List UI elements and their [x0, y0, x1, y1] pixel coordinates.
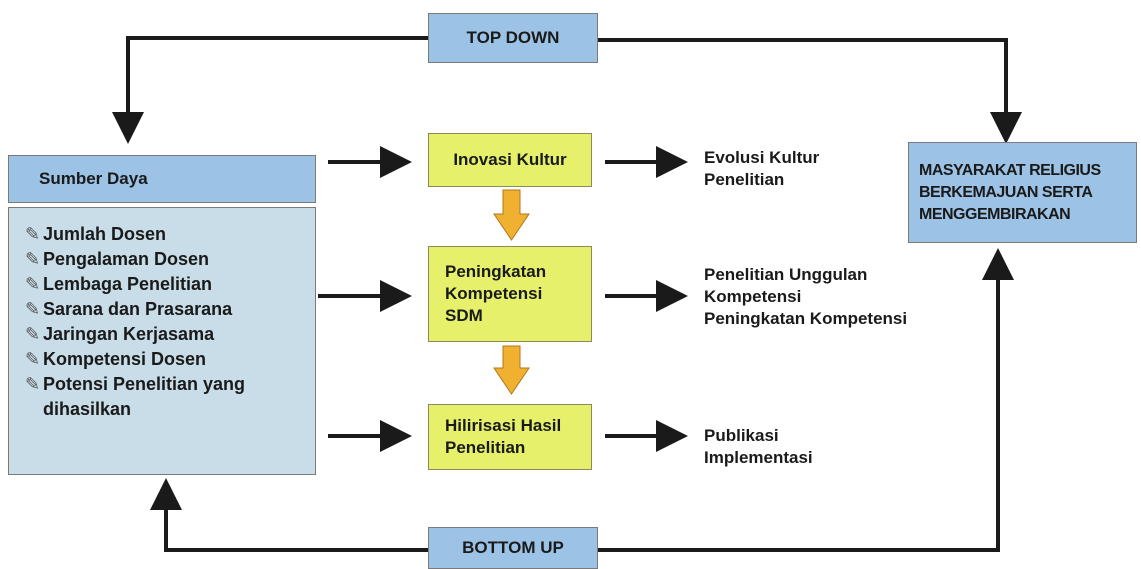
- orange-down-arrow-2: [493, 345, 530, 395]
- topdown-to-sumber-arrow: [112, 36, 428, 144]
- inovasi-kultur-label: Inovasi Kultur: [453, 150, 567, 169]
- hilirisasi-line-2: Penelitian: [445, 438, 526, 457]
- peningkatan-output: Penelitian Unggulan Kompetensi Peningkat…: [704, 264, 907, 330]
- resource-item: ✎Potensi Penelitian yang: [25, 372, 315, 397]
- hilirisasi-box: Hilirisasi Hasil Penelitian: [428, 404, 592, 470]
- pencil-icon: ✎: [25, 224, 41, 244]
- resource-item: ✎Jaringan Kerjasama: [25, 322, 315, 347]
- sumber-daya-header: Sumber Daya: [8, 155, 316, 203]
- top-down-label: TOP DOWN: [466, 28, 560, 47]
- goal-line-1: MASYARAKAT RELIGIUS: [919, 161, 1101, 179]
- pencil-icon: ✎: [25, 249, 41, 269]
- inovasi-output-line-1: Evolusi Kultur: [704, 148, 820, 167]
- hilirisasi-output-line-1: Publikasi: [704, 426, 779, 445]
- bottom-up-label: BOTTOM UP: [462, 538, 564, 557]
- peningkatan-output-line-2: Kompetensi: [704, 287, 802, 306]
- inovasi-output-line-2: Penelitian: [704, 170, 785, 189]
- pencil-icon: ✎: [25, 349, 41, 369]
- pencil-icon: ✎: [25, 299, 41, 319]
- inovasi-kultur-box: Inovasi Kultur: [428, 133, 592, 187]
- resource-item: ✎Lembaga Penelitian: [25, 272, 315, 297]
- resource-item: ✎Kompetensi Dosen: [25, 347, 315, 372]
- goal-box: MASYARAKAT RELIGIUS BERKEMAJUAN SERTA ME…: [908, 142, 1137, 243]
- pencil-icon: ✎: [25, 374, 41, 394]
- resource-item-continuation: dihasilkan: [43, 399, 132, 419]
- goal-line-3: MENGGEMBIRAKAN: [919, 205, 1071, 223]
- sumber-daya-list-box: ✎Jumlah Dosen ✎Pengalaman Dosen ✎Lembaga…: [8, 207, 316, 475]
- resource-item: ✎Sarana dan Prasarana: [25, 297, 315, 322]
- peningkatan-output-line-1: Penelitian Unggulan: [704, 265, 868, 284]
- bottomup-to-goal-arrow: [598, 248, 1014, 552]
- peningkatan-line-1: Peningkatan: [445, 262, 547, 281]
- sumber-daya-title: Sumber Daya: [39, 169, 148, 188]
- pencil-icon: ✎: [25, 274, 41, 294]
- inovasi-output: Evolusi Kultur Penelitian: [704, 147, 819, 191]
- resource-item: ✎Jumlah Dosen: [25, 222, 315, 247]
- peningkatan-output-line-3: Peningkatan Kompetensi: [704, 309, 908, 328]
- bottomup-to-sumber-arrow: [150, 478, 428, 552]
- goal-line-2: BERKEMAJUAN SERTA: [919, 183, 1093, 201]
- peningkatan-kompetensi-box: Peningkatan Kompetensi SDM: [428, 246, 592, 342]
- bottom-up-box: BOTTOM UP: [428, 527, 598, 569]
- top-down-box: TOP DOWN: [428, 13, 598, 63]
- hilirisasi-line-1: Hilirisasi Hasil: [445, 416, 562, 435]
- resource-list: ✎Jumlah Dosen ✎Pengalaman Dosen ✎Lembaga…: [25, 222, 315, 422]
- orange-down-arrow-1: [493, 189, 530, 241]
- peningkatan-line-2: Kompetensi: [445, 284, 543, 303]
- peningkatan-line-3: SDM: [445, 306, 483, 325]
- pencil-icon: ✎: [25, 324, 41, 344]
- hilirisasi-output-line-2: Implementasi: [704, 448, 813, 467]
- hilirisasi-output: Publikasi Implementasi: [704, 425, 813, 469]
- topdown-to-goal-arrow: [598, 38, 1022, 144]
- resource-item: ✎Pengalaman Dosen: [25, 247, 315, 272]
